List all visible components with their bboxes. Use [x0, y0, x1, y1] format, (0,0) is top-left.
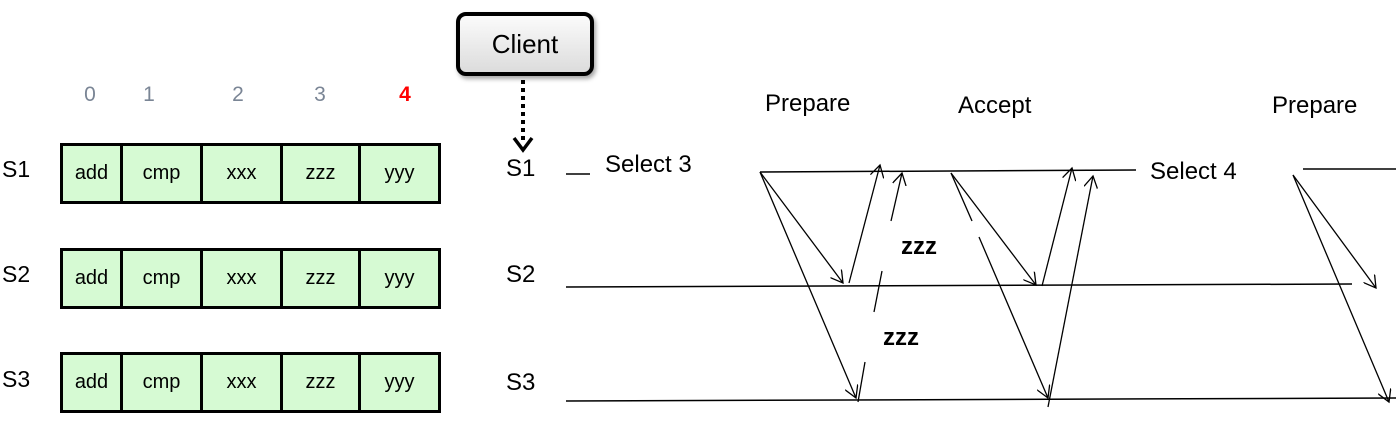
prepare-reply-s3-to-s1-upper: [890, 173, 902, 222]
log-index-4: 4: [399, 83, 411, 106]
phase-label-accept: Accept: [958, 92, 1032, 119]
accept-s1-to-s2: [950, 172, 1036, 285]
phase-label-prepare-1: Prepare: [765, 90, 851, 117]
sleep-label-s2: zzz: [901, 233, 937, 260]
log-index-0: 0: [84, 83, 96, 106]
log-entry: cmp: [120, 143, 203, 204]
log-entry: yyy: [358, 143, 441, 204]
log-entry: zzz: [280, 248, 361, 309]
client-label: Client: [491, 28, 559, 59]
timeline-label-s3: S3: [506, 369, 536, 396]
sleep-label-s3: zzz: [883, 324, 919, 351]
accept-s1-to-s3-lower: [978, 236, 1048, 398]
prepare-reply-s2-to-s1: [848, 165, 880, 284]
log-entry: xxx: [200, 248, 283, 309]
client-request-arrowhead: [512, 136, 534, 153]
log-index-2: 2: [232, 83, 244, 106]
prepare-s1-to-s2: [759, 171, 843, 283]
log-entry: add: [60, 143, 123, 204]
select-label-3: Select 3: [605, 151, 692, 178]
phase-label-prepare-2: Prepare: [1272, 92, 1358, 119]
prepare-reply-s3-to-s1-lower: [857, 361, 866, 403]
client-node: Client: [456, 12, 594, 76]
log-entry: cmp: [120, 352, 203, 413]
accept-s1-to-s3-upper: [950, 172, 973, 222]
s2-timeline: [565, 283, 1353, 288]
log-entry: yyy: [358, 352, 441, 413]
prepare2-s1-to-s2: [1292, 174, 1376, 288]
log-entry: cmp: [120, 248, 203, 309]
log-index-1: 1: [143, 83, 155, 106]
select-label-4: Select 4: [1150, 158, 1237, 185]
s3-timeline: [565, 397, 1396, 402]
log-entry: add: [60, 352, 123, 413]
log-entry: xxx: [200, 352, 283, 413]
log-index-3: 3: [314, 83, 326, 106]
server-label: S3: [2, 366, 31, 392]
accept-reply-s2-to-s1: [1041, 168, 1072, 287]
timeline-label-s1: S1: [506, 155, 536, 182]
s1-timeline-seg-b: [759, 169, 1137, 173]
prepare-s1-to-s3: [759, 171, 856, 398]
prepare2-s1-to-s3: [1292, 174, 1389, 402]
prepare-reply-s3-to-s1-mid: [873, 270, 883, 313]
timeline-label-s2: S2: [506, 261, 536, 288]
server-label: S1: [2, 156, 31, 182]
server-label: S2: [2, 261, 31, 287]
log-entry: yyy: [358, 248, 441, 309]
accept-reply-s3-to-s1: [1047, 176, 1093, 408]
